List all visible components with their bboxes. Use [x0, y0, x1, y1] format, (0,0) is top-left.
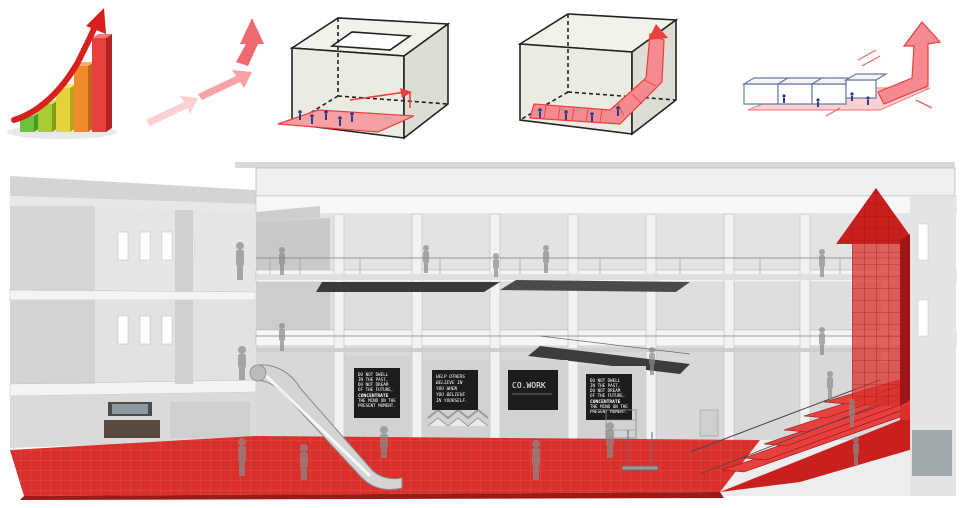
poster-4-line-4: OF THE FUTURE,	[590, 393, 625, 398]
person-figure	[279, 247, 285, 275]
growth-bar-chart-icon	[7, 8, 117, 139]
roof-slab	[10, 162, 956, 212]
person-figure	[380, 426, 388, 458]
poster-3-line-1: CO.WORK	[512, 381, 546, 390]
mid-walkway	[256, 335, 940, 374]
upper-walkway	[256, 257, 940, 292]
poster-4-line-7: PRESENT MOMENT.	[590, 409, 628, 414]
sketch-box-chain-icon	[741, 21, 942, 117]
poster-panel-4: DO NOT DWELL IN THE PAST, DO NOT DREAM O…	[586, 374, 632, 420]
person-figure	[819, 249, 825, 277]
person-figure	[300, 444, 308, 480]
poster-1-line-7: PRESENT MOMENT.	[358, 403, 396, 408]
person-figure	[543, 245, 549, 273]
person-figure	[853, 437, 859, 465]
growth-bar-4	[74, 62, 94, 132]
red-floor-plane	[10, 436, 760, 500]
person-figure	[279, 323, 285, 351]
person-figure	[827, 371, 833, 399]
floor-furniture	[621, 409, 719, 471]
person-figure	[649, 347, 655, 375]
person-figure	[236, 242, 244, 280]
person-figure	[423, 245, 429, 273]
poster-4-line-1: DO NOT DWELL	[590, 378, 621, 383]
poster-1-line-3: DO NOT DREAM	[358, 382, 389, 387]
concept-strip	[7, 8, 942, 140]
poster-4-line-5: CONCENTRATE	[590, 399, 621, 405]
poster-panel-1: DO NOT DWELL IN THE PAST, DO NOT DREAM O…	[354, 368, 400, 418]
growth-arrowhead	[86, 8, 106, 34]
poster-panel-3: CO.WORK	[508, 370, 558, 410]
person-figure	[849, 399, 855, 427]
poster-4-line-2: IN THE PAST,	[590, 383, 620, 388]
red-arrow-tower	[836, 188, 944, 420]
poster-1-line-4: OF THE FUTURE,	[358, 387, 393, 392]
sketch-box-ramp-icon	[517, 13, 679, 136]
poster-4-line-3: DO NOT DREAM	[590, 388, 621, 393]
growth-bar-5	[92, 34, 112, 132]
person-figure	[819, 327, 825, 355]
person-figure	[493, 253, 499, 277]
poster-panel-2: HELP OTHERS BELIEVE IN YOU WHEN YOU BELI…	[432, 370, 478, 410]
poster-1-line-2: IN THE PAST,	[358, 377, 388, 382]
person-figure	[606, 422, 614, 458]
right-block	[910, 196, 956, 496]
rising-arrow-icon	[146, 18, 264, 126]
poster-2-line-3: YOU WHEN	[436, 386, 458, 392]
poster-2-line-1: HELP OTHERS	[435, 374, 465, 380]
sketch-box-void-icon	[277, 17, 451, 140]
growth-curve-arrow	[11, 21, 99, 123]
people-figures	[236, 242, 859, 480]
poster-1-line-1: DO NOT DWELL	[358, 372, 389, 377]
person-figure	[532, 440, 540, 480]
poster-2-line-2: BELIEVE IN	[436, 380, 463, 386]
poster-4-line-6: THE MIND ON THE	[590, 404, 628, 409]
poster-2-line-4: YOU BELIEVE	[436, 392, 465, 398]
poster-1-line-5: CONCENTRATE	[358, 393, 389, 399]
section-perspective: DO NOT DWELL IN THE PAST, DO NOT DREAM O…	[9, 162, 957, 500]
left-office-block	[9, 206, 257, 448]
spiral-slide	[249, 364, 403, 491]
poster-2-line-5: IN YOURSELF.	[436, 398, 468, 404]
person-figure	[238, 346, 246, 380]
person-figure	[238, 438, 246, 476]
poster-1-line-6: THE MIND ON THE	[358, 398, 396, 403]
